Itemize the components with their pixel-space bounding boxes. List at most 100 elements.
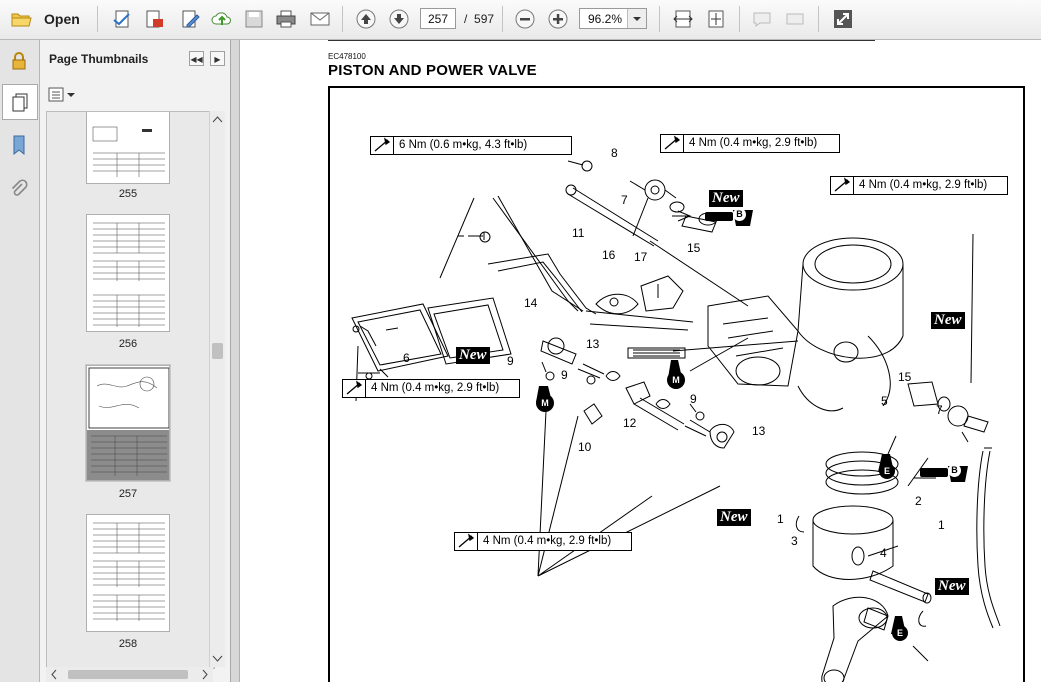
wrench-icon — [371, 137, 394, 154]
thumbnail-label-256: 256 — [118, 338, 138, 350]
torque-callout-4: 4 Nm (0.4 m•kg, 2.9 ft•lb) — [342, 379, 520, 398]
part-number: 14 — [524, 296, 538, 310]
part-number: 1 — [938, 518, 945, 532]
new-part-tag: New — [931, 312, 965, 329]
options-menu-icon[interactable] — [48, 86, 76, 104]
part-number: 2 — [915, 494, 922, 508]
part-number: 13 — [752, 424, 766, 438]
lube-badge-b: B — [733, 208, 746, 221]
navigation-strip — [0, 40, 40, 682]
new-part-tag: New — [717, 509, 751, 526]
attachment-icon[interactable] — [6, 176, 32, 202]
bookmark-icon[interactable] — [6, 132, 32, 158]
panel-title: Page Thumbnails — [49, 52, 149, 66]
previous-page-icon[interactable] — [353, 6, 379, 32]
page-count: / 597 — [464, 12, 495, 26]
lube-badge-e: E — [892, 625, 908, 641]
thumbnail-horizontal-scrollbar[interactable] — [46, 667, 213, 682]
new-part-tag: New — [709, 190, 743, 207]
lube-badge-m: M — [667, 371, 685, 389]
part-number: 15 — [687, 241, 701, 255]
lube-badge-m: M — [536, 394, 554, 412]
part-number: 16 — [602, 248, 616, 262]
scroll-up-icon — [212, 116, 223, 123]
thumbnail-page-257[interactable] — [86, 365, 170, 481]
lube-badge-b: B — [948, 464, 961, 477]
collapse-panel-icon[interactable]: ◀◀ — [189, 51, 204, 66]
open-folder-icon[interactable] — [8, 6, 34, 32]
part-number: 4 — [880, 546, 887, 560]
page-thumbnails-icon[interactable] — [2, 84, 38, 120]
part-number: 5 — [881, 394, 888, 408]
thumbnail-list: 255 256 257 258 — [46, 111, 215, 669]
part-number: 7 — [621, 193, 628, 207]
panel-splitter[interactable] — [231, 40, 240, 682]
part-number: 13 — [586, 337, 600, 351]
thumbnail-page-258[interactable] — [86, 514, 170, 632]
wrench-icon — [831, 177, 854, 194]
close-panel-icon[interactable]: ▶ — [210, 51, 225, 66]
document-viewport: EC478100 PISTON AND POWER VALVE — [240, 40, 1041, 682]
section-code: EC478100 — [328, 52, 366, 61]
wrench-icon — [661, 135, 684, 152]
part-number: 1 — [777, 512, 784, 526]
part-number: 9 — [507, 354, 514, 368]
part-number: 10 — [578, 440, 592, 454]
thumbnail-label-257: 257 — [118, 488, 138, 500]
wrench-icon — [343, 380, 366, 397]
open-button-label[interactable]: Open — [44, 11, 80, 27]
highlight-icon[interactable] — [782, 6, 808, 32]
part-number: 7 — [936, 403, 943, 417]
part-number: 15 — [898, 370, 912, 384]
scroll-right-icon — [202, 669, 208, 680]
thumbnail-page-255[interactable] — [86, 112, 170, 184]
zoom-out-icon[interactable] — [512, 6, 538, 32]
lock-icon[interactable] — [6, 48, 32, 74]
chevron-down-icon[interactable] — [627, 9, 646, 28]
page-heading: PISTON AND POWER VALVE — [328, 62, 537, 79]
print-icon[interactable] — [273, 6, 299, 32]
horizontal-scrollbar-thumb[interactable] — [68, 670, 188, 679]
part-number: 12 — [623, 416, 637, 430]
page-number-input[interactable]: 257 — [420, 8, 456, 29]
part-number: 3 — [791, 534, 798, 548]
thumbnail-vertical-scrollbar[interactable] — [209, 111, 225, 667]
scroll-left-icon — [51, 669, 57, 680]
create-pdf-icon[interactable] — [141, 6, 167, 32]
thumbnail-label-255: 255 — [118, 188, 138, 200]
main-toolbar: Open 257 / 597 96.2% — [0, 0, 1041, 40]
part-number: 17 — [634, 250, 648, 264]
edit-pdf-icon[interactable] — [177, 6, 203, 32]
part-number: 11 — [572, 226, 585, 240]
thumbnail-page-256[interactable] — [86, 214, 170, 332]
new-part-tag: New — [935, 578, 969, 595]
scroll-down-icon — [212, 655, 223, 662]
wrench-icon — [455, 533, 478, 550]
part-number: 9 — [690, 392, 697, 406]
pdf-page: EC478100 PISTON AND POWER VALVE — [240, 40, 1041, 682]
fit-page-icon[interactable] — [703, 6, 729, 32]
part-number: 9 — [561, 368, 568, 382]
save-disk-icon[interactable] — [241, 6, 267, 32]
save-as-icon[interactable] — [109, 6, 135, 32]
exploded-diagram: 6 Nm (0.6 m•kg, 4.3 ft•lb) 4 Nm (0.4 m•k… — [328, 86, 1025, 682]
email-icon[interactable] — [307, 6, 333, 32]
zoom-in-icon[interactable] — [545, 6, 571, 32]
upload-cloud-icon[interactable] — [209, 6, 235, 32]
fullscreen-icon[interactable] — [830, 6, 856, 32]
part-number: 6 — [403, 351, 410, 365]
fit-width-icon[interactable] — [670, 6, 696, 32]
torque-callout-3: 4 Nm (0.4 m•kg, 2.9 ft•lb) — [830, 176, 1008, 195]
zoom-select[interactable]: 96.2% — [579, 8, 647, 29]
thumbnail-label-258: 258 — [118, 638, 138, 650]
torque-callout-1: 6 Nm (0.6 m•kg, 4.3 ft•lb) — [370, 136, 572, 155]
thumbnails-panel: Page Thumbnails ◀◀ ▶ 255 256 257 258 — [40, 40, 231, 682]
comment-icon[interactable] — [749, 6, 775, 32]
next-page-icon[interactable] — [386, 6, 412, 32]
new-part-tag: New — [456, 347, 490, 364]
lube-badge-e: E — [879, 463, 895, 479]
part-number: 8 — [611, 146, 618, 160]
scrollbar-thumb[interactable] — [212, 343, 223, 359]
torque-callout-2: 4 Nm (0.4 m•kg, 2.9 ft•lb) — [660, 134, 840, 153]
torque-callout-5: 4 Nm (0.4 m•kg, 2.9 ft•lb) — [454, 532, 632, 551]
